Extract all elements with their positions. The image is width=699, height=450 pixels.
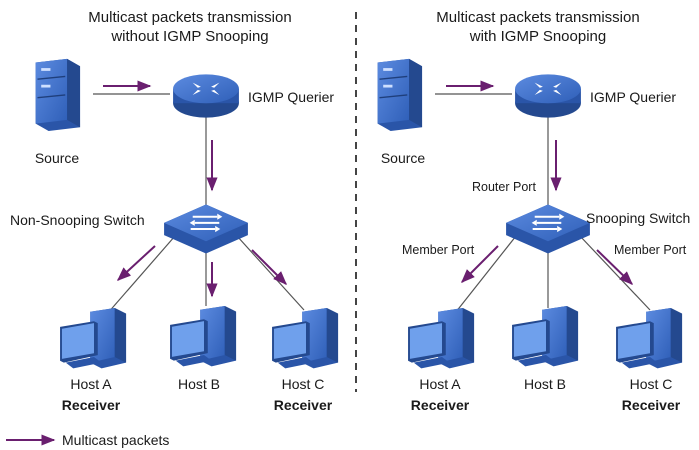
left-receiver-a-label: Receiver xyxy=(61,397,121,413)
server-icon xyxy=(34,58,81,131)
right-source-label: Source xyxy=(380,150,426,166)
router-icon xyxy=(515,74,581,118)
link-switch-host-a xyxy=(99,235,176,323)
right-title: Multicast packets transmission with IGMP… xyxy=(408,8,668,46)
right-host-a-label: Host A xyxy=(419,376,461,392)
desktop-computer-icon xyxy=(512,306,579,367)
right-host-c-label: Host C xyxy=(629,376,673,392)
link-switch-host-a xyxy=(447,235,517,323)
left-switch-label: Non-Snooping Switch xyxy=(10,212,145,228)
left-host-b-label: Host B xyxy=(177,376,221,392)
right-receiver-c-label: Receiver xyxy=(621,397,681,413)
left-host-a-label: Host A xyxy=(70,376,112,392)
right-querier-label: IGMP Querier xyxy=(590,89,677,105)
left-title: Multicast packets transmission without I… xyxy=(60,8,320,46)
multicast-arrow-host-c xyxy=(596,249,634,285)
router-icon xyxy=(173,74,239,118)
member-port-label-left: Member Port xyxy=(402,243,475,257)
right-title-line2: with IGMP Snooping xyxy=(469,28,607,45)
desktop-computer-icon xyxy=(408,308,475,369)
right-switch-label: Snooping Switch xyxy=(586,210,691,226)
left-receiver-c-label: Receiver xyxy=(273,397,333,413)
left-querier-label: IGMP Querier xyxy=(248,89,335,105)
desktop-computer-icon xyxy=(272,308,339,369)
legend-label: Multicast packets xyxy=(62,432,170,448)
right-receiver-a-label: Receiver xyxy=(410,397,470,413)
router-port-label: Router Port xyxy=(472,180,536,194)
member-port-label-right: Member Port xyxy=(614,243,687,257)
right-diagram xyxy=(376,58,683,369)
left-source-label: Source xyxy=(34,150,80,166)
desktop-computer-icon xyxy=(616,308,683,369)
multicast-arrow-host-c xyxy=(251,249,287,285)
right-host-b-label: Host B xyxy=(523,376,567,392)
server-icon xyxy=(376,58,423,131)
left-diagram xyxy=(34,58,339,369)
multicast-arrow-host-a xyxy=(116,245,156,281)
multicast-arrow-host-a xyxy=(461,245,499,283)
switch-icon xyxy=(505,203,591,255)
link-switch-host-c xyxy=(579,235,651,311)
desktop-computer-icon xyxy=(60,308,127,369)
left-title-line1: Multicast packets transmission xyxy=(88,9,292,26)
right-title-line1: Multicast packets transmission xyxy=(436,9,640,26)
link-switch-host-c xyxy=(236,235,305,311)
desktop-computer-icon xyxy=(170,306,237,367)
left-title-line2: without IGMP Snooping xyxy=(111,28,269,45)
switch-icon xyxy=(163,203,249,255)
left-host-c-label: Host C xyxy=(281,376,325,392)
